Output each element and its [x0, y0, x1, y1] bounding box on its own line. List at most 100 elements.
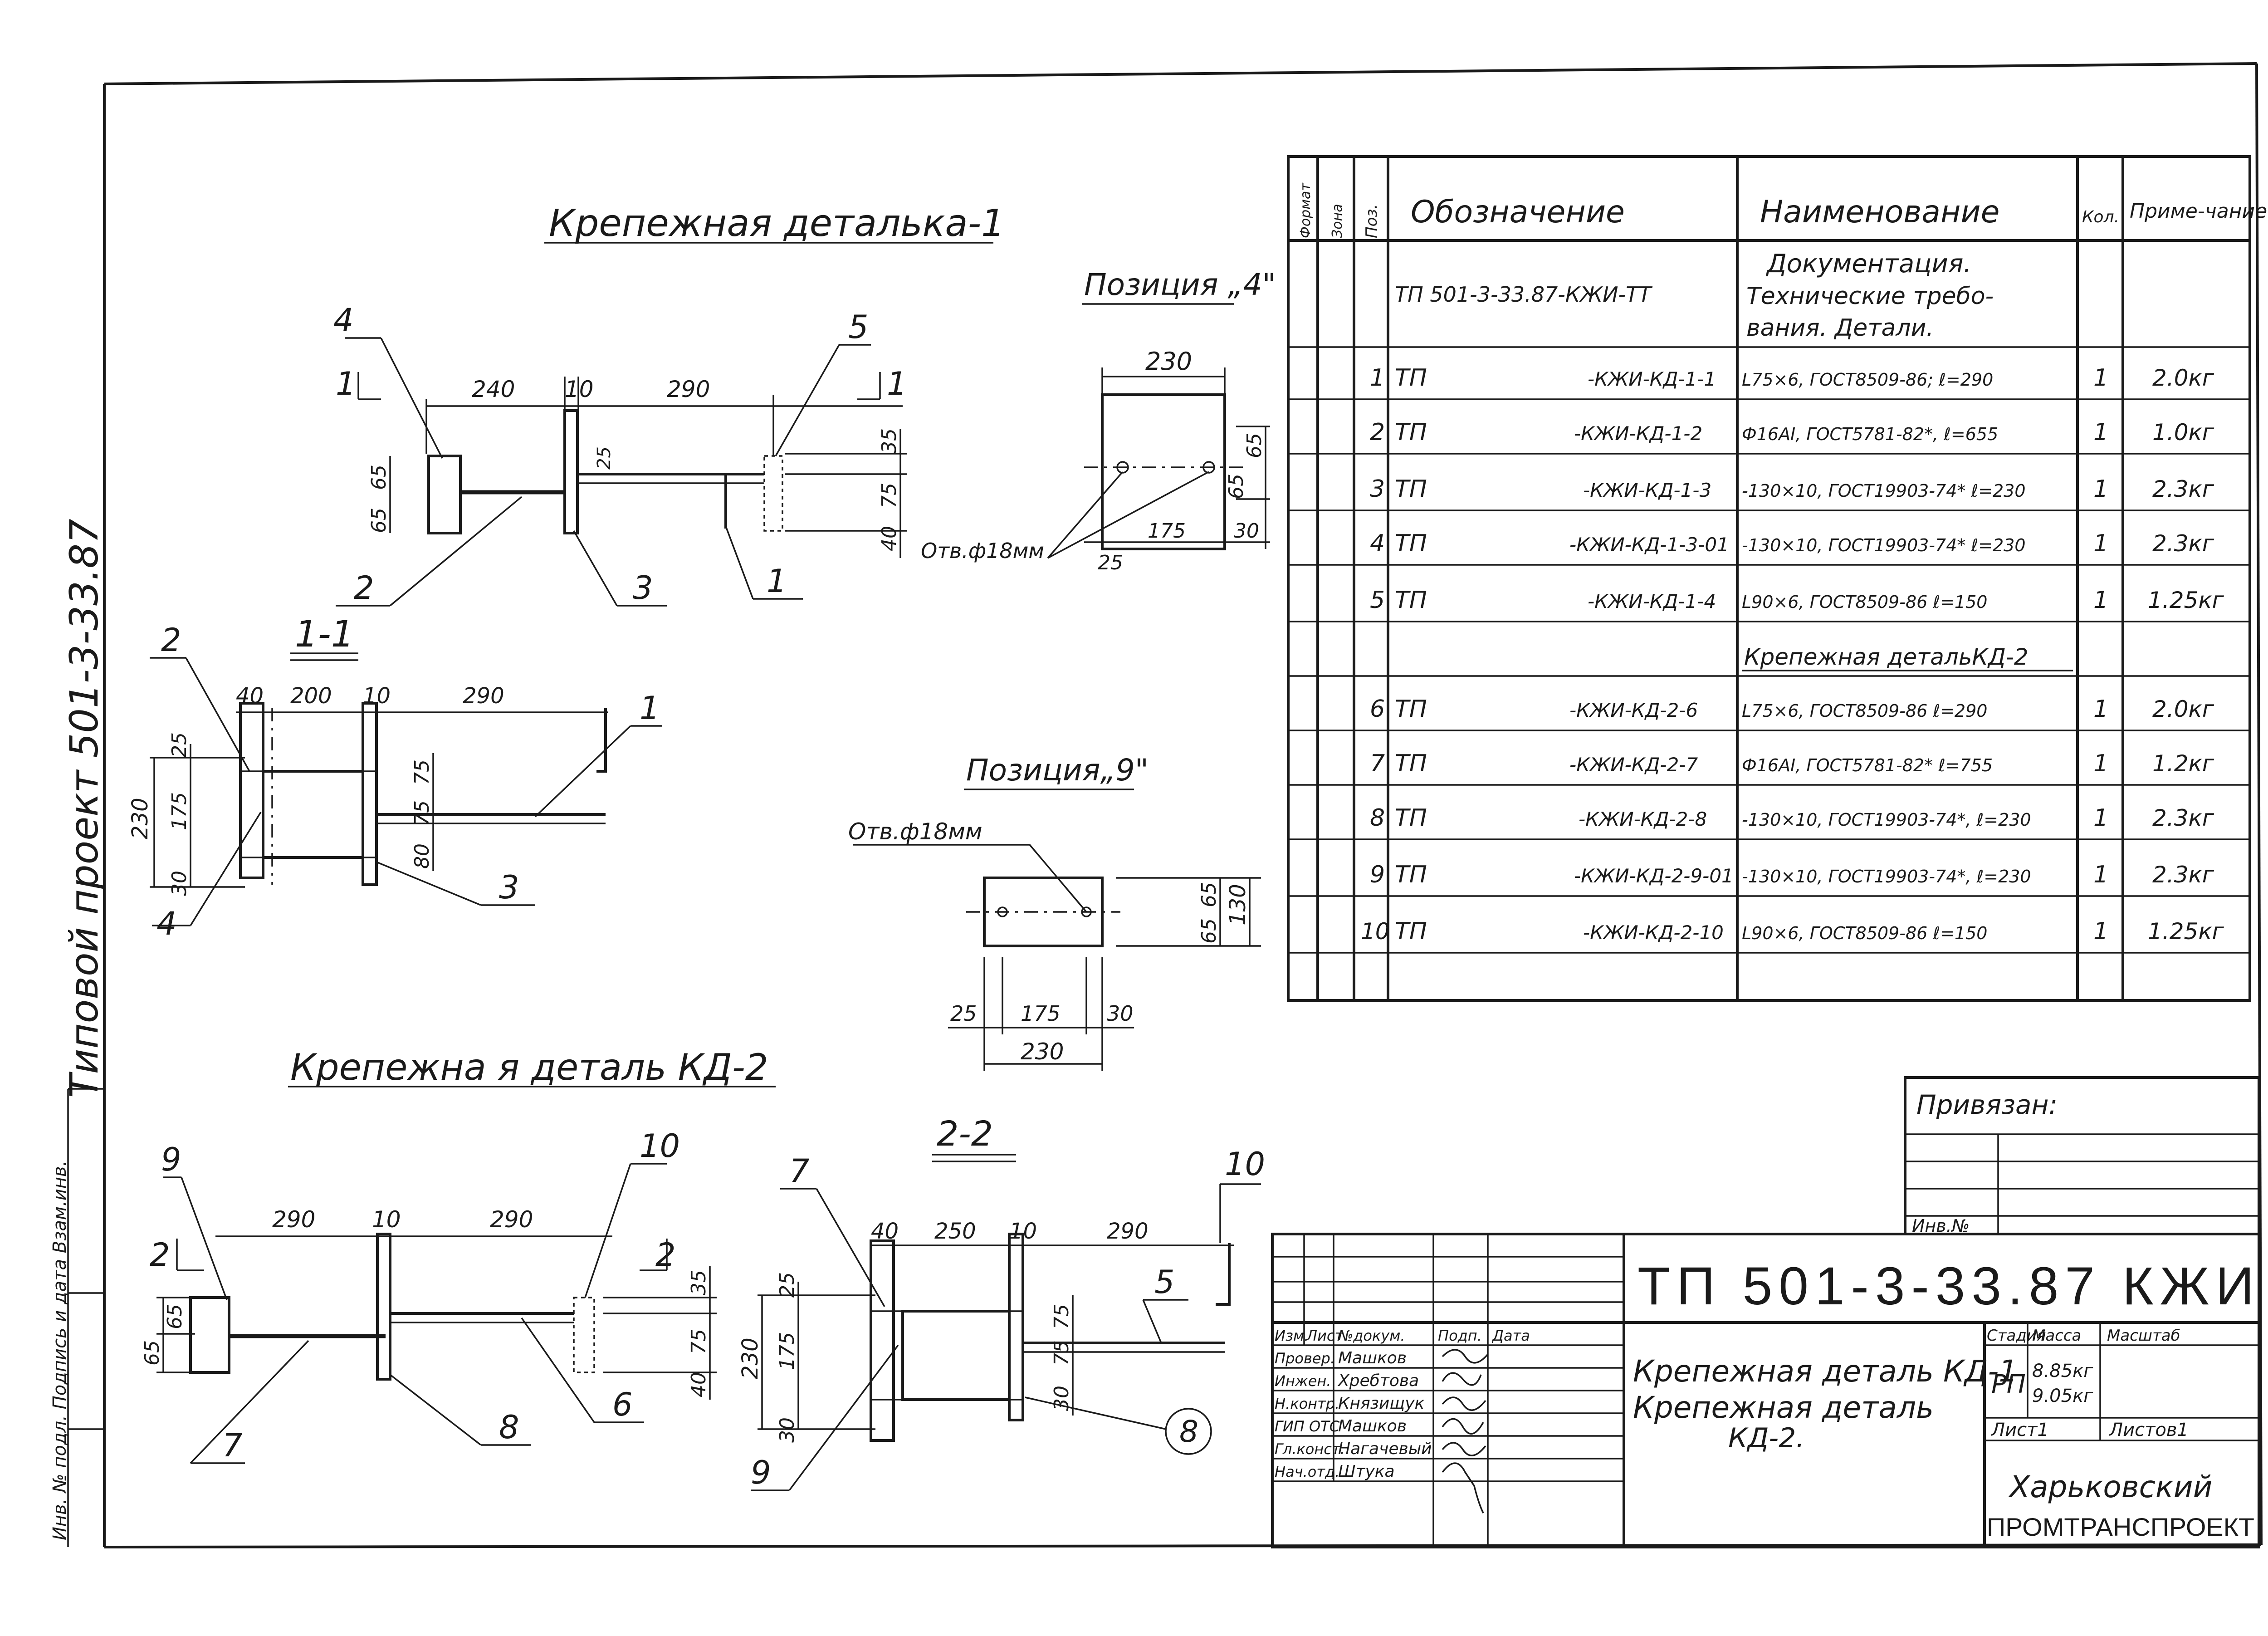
kd2-dim-290b: 290	[490, 1206, 533, 1233]
spec-row-pos: 9	[1370, 861, 1385, 888]
section22-callout-5: 5	[1154, 1264, 1175, 1301]
pos9-dim-130: 130	[1225, 884, 1251, 926]
side-stamp-label: Инв. № подл. Подпись и дата Взам.инв.	[49, 1161, 70, 1540]
privyazan-block: Привязан: Инв.№	[1904, 1076, 2260, 1236]
spec-row-prefix: ТП	[1395, 364, 1427, 392]
title-sheet: Лист1	[1990, 1420, 2049, 1440]
title-mass-2: 9.05кг	[2032, 1386, 2093, 1406]
kd2-callout-9: 9	[161, 1141, 181, 1178]
section22-callout-9: 9	[751, 1454, 771, 1491]
kd2-section-mark-right: 2	[655, 1236, 676, 1274]
title-description-line1: Крепежная деталь КД-1	[1633, 1354, 2018, 1389]
pos9-dim-25: 25	[950, 1001, 977, 1026]
spec-header-zone: Зона	[1330, 204, 1345, 238]
spec-row-name: -130×10, ГОСТ19903-74*, ℓ=230	[1742, 867, 2031, 887]
spec-row-code: -КЖИ-КД-2-10	[1583, 921, 1724, 944]
section22-dim-25: 25	[776, 1272, 799, 1298]
spec-row-note: 2.0кг	[2152, 696, 2214, 722]
title-stage: РП	[1991, 1370, 2026, 1399]
kd1-dim-right-75: 75	[878, 483, 901, 508]
section22-dim-40: 40	[871, 1219, 899, 1244]
section11-callout-1: 1	[640, 690, 660, 727]
title-col-list: Лист	[1306, 1327, 1344, 1344]
privyazan-label: Привязан:	[1916, 1089, 2058, 1120]
kd2-callout-6: 6	[612, 1386, 633, 1423]
kd2-section-mark-left: 2	[150, 1236, 170, 1274]
section22-dim-10: 10	[1009, 1219, 1037, 1244]
section-1-1: 1-1 40 200 10 290 25 230 175 30 75 75 80	[127, 613, 662, 942]
kd2-callout-8: 8	[499, 1409, 519, 1446]
spec-row-name: -130×10, ГОСТ19903-74*, ℓ=230	[1742, 810, 2031, 830]
pos9-dim-65a: 65	[1198, 882, 1221, 907]
kd1-title: Крепежная деталька-1	[549, 202, 1005, 245]
section22-dim-290: 290	[1107, 1219, 1149, 1244]
kd1-dim-10: 10	[565, 376, 594, 402]
kd1-dim-right-35: 35	[878, 428, 901, 454]
kd2-dim-75: 75	[687, 1329, 710, 1354]
section11-dim-80: 80	[411, 843, 434, 869]
pos9-dim-65b: 65	[1198, 918, 1221, 944]
title-org-line1: Харьковский	[2008, 1469, 2213, 1504]
position-4: Позиция „4" 230 65 65 25 175 30 Отв.ф18м…	[921, 267, 1276, 574]
section11-callout-4: 4	[156, 905, 177, 942]
section22-dim-75b: 75	[1050, 1340, 1073, 1366]
spec-row-code: -КЖИ-КД-2-6	[1569, 699, 1698, 721]
pos4-hole-label: Отв.ф18мм	[921, 539, 1044, 563]
spec-row-name: L75×6, ГОСТ8509-86; ℓ=290	[1742, 370, 1993, 390]
spec-row-prefix: ТП	[1395, 918, 1427, 945]
privyazan-inv-label: Инв.№	[1912, 1216, 1970, 1236]
spec-doc-name-line1: Документация.	[1765, 249, 1971, 279]
spec-row-pos: 1	[1370, 364, 1385, 392]
title-mass-header: Масса	[2032, 1327, 2081, 1345]
spec-row-pos: 6	[1370, 696, 1385, 723]
kd1-callout-3: 3	[633, 569, 653, 607]
spec-row-code: -КЖИ-КД-1-4	[1588, 590, 1716, 612]
kd1-section-mark-right: 1	[887, 365, 907, 402]
pos9-title: Позиция„9"	[966, 753, 1149, 788]
kd1-callout-2: 2	[354, 569, 374, 607]
kd1-callout-5: 5	[848, 309, 869, 346]
section22-callout-10: 10	[1225, 1146, 1265, 1183]
kd2-dim-290a: 290	[272, 1206, 315, 1233]
section11-dim-230: 230	[127, 798, 153, 839]
signer-name: Хребтова	[1337, 1371, 1419, 1390]
signer-role: Гл.конст.	[1275, 1440, 1345, 1458]
pos9-dim-230: 230	[1021, 1038, 1064, 1065]
section11-callout-3: 3	[499, 869, 519, 906]
spec-row-qty: 1	[2093, 530, 2108, 557]
pos4-dim-65a: 65	[1243, 433, 1266, 458]
spec-kd2-header: Крепежная детальКД-2	[1744, 644, 2028, 670]
kd1-dim-right-40: 40	[878, 526, 901, 551]
signer-role: Провер.	[1275, 1350, 1335, 1367]
title-col-date: Дата	[1491, 1327, 1530, 1344]
pos9-dim-30: 30	[1107, 1001, 1134, 1026]
spec-row-prefix: ТП	[1395, 804, 1427, 832]
kd2-title: Крепежна я деталь КД-2	[290, 1046, 768, 1088]
spec-row-qty: 1	[2093, 419, 2108, 446]
pos4-dim-175: 175	[1148, 519, 1186, 543]
spec-doc-name-line2: Технические требо-	[1746, 283, 1994, 310]
spec-row-name: L75×6, ГОСТ8509-86 ℓ=290	[1742, 701, 1987, 721]
section11-dim-40: 40	[236, 683, 264, 709]
section-2-2: 2-2 40 250 10 290 25 230 175 30 75 75 30…	[738, 1113, 1265, 1491]
spec-row-pos: 4	[1370, 530, 1385, 557]
kd2-dim-10: 10	[372, 1206, 401, 1233]
signer-role: Инжен.	[1275, 1372, 1331, 1390]
spec-row-qty: 1	[2093, 861, 2108, 888]
side-project-label: Типовой проект 501-3-33.87	[62, 519, 107, 1098]
spec-row-code: -КЖИ-КД-1-1	[1588, 368, 1716, 390]
section11-dim-290: 290	[463, 683, 504, 709]
kd1-dim-left-65b: 65	[367, 508, 391, 533]
signer-name: Нагачевый	[1338, 1440, 1432, 1458]
spec-row-note: 2.3кг	[2152, 805, 2214, 831]
kd2-dim-65b: 65	[141, 1340, 164, 1366]
spec-doc-name-line3: вания. Детали.	[1746, 314, 1934, 342]
section22-dim-75a: 75	[1050, 1304, 1073, 1329]
spec-row-qty: 1	[2093, 804, 2108, 832]
spec-row-prefix: ТП	[1395, 530, 1427, 557]
section22-dim-175: 175	[776, 1332, 799, 1370]
section22-dim-30: 30	[776, 1417, 799, 1443]
pos4-dim-25: 25	[1098, 551, 1123, 574]
kd1-section-mark-left: 1	[336, 365, 356, 402]
